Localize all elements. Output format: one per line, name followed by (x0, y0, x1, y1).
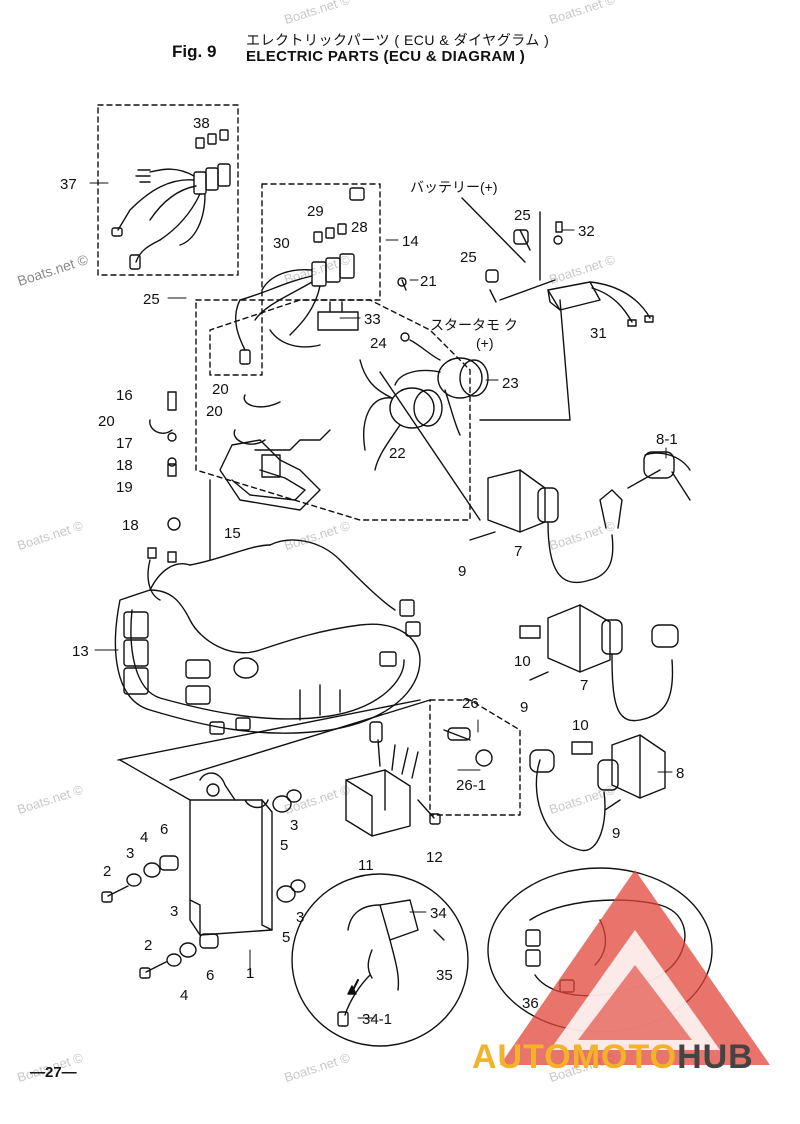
group-box-26 (429, 699, 521, 816)
ignition-coil-8 (529, 734, 666, 852)
callout-30: 30 (273, 235, 290, 252)
callout-numbers: 38 37 29 28 30 14 25 21 33 24 23 22 25 2… (60, 115, 684, 1028)
starter-label: スタータモ ク (430, 317, 518, 333)
logo-text-a: AUTOMOTO (472, 1038, 678, 1076)
ecu-hardware (101, 789, 306, 979)
callout-4-lower: 4 (180, 987, 188, 1004)
callout-2-upper: 2 (103, 863, 111, 880)
callout-25: 25 (143, 291, 160, 308)
battery-label: バッテリー(+) (410, 179, 498, 195)
callout-leaders (89, 182, 673, 1019)
callout-20-left: 20 (98, 413, 115, 430)
sensor-26 (443, 727, 493, 767)
callout-16: 16 (116, 387, 133, 404)
callout-3-upper-left: 3 (126, 845, 134, 862)
callout-7-upper: 7 (514, 543, 522, 560)
callout-10-lower: 10 (572, 717, 589, 734)
callout-5-lower: 5 (282, 929, 290, 946)
callout-28: 28 (351, 219, 368, 236)
group-box-14 (209, 183, 381, 376)
callout-20-upper: 20 (212, 381, 229, 398)
callout-22: 22 (389, 445, 406, 462)
figure-number: Fig. 9 (172, 42, 217, 61)
callout-38: 38 (193, 115, 210, 132)
automotohub-logo (500, 870, 770, 1065)
page-number: —27— (30, 1064, 77, 1081)
ignition-coil-7-upper (469, 451, 691, 584)
callout-10-upper: 10 (514, 653, 531, 670)
callout-36: 36 (522, 995, 539, 1012)
callout-17: 17 (116, 435, 133, 452)
relays-22-23 (359, 332, 489, 471)
bracket-assembly (149, 277, 407, 531)
callout-6-lower: 6 (206, 967, 214, 984)
callout-35: 35 (436, 967, 453, 984)
callout-34: 34 (430, 905, 447, 922)
callout-26-1: 26-1 (456, 777, 486, 794)
group-box-37 (97, 104, 239, 276)
callout-14: 14 (402, 233, 419, 250)
callout-25-mid: 25 (460, 249, 477, 266)
callout-9-upper: 9 (458, 563, 466, 580)
callout-2-lower: 2 (144, 937, 152, 954)
logo-text-b: HUB (677, 1038, 754, 1076)
callout-20-lower: 20 (206, 403, 223, 420)
callout-8: 8 (676, 765, 684, 782)
callout-9-lower: 9 (612, 825, 620, 842)
callout-15: 15 (224, 525, 241, 542)
title-english: ELECTRIC PARTS (ECU & DIAGRAM ) (246, 48, 526, 65)
callout-3-upper-right: 3 (290, 817, 298, 834)
callout-18-lower: 18 (122, 517, 139, 534)
callout-34-1: 34-1 (362, 1011, 392, 1028)
callout-11: 11 (358, 857, 374, 874)
relay-harness-37 (111, 129, 231, 270)
relay-harness-14 (235, 187, 365, 365)
group-box-ecu-bracket (195, 299, 471, 521)
callout-7-lower: 7 (580, 677, 588, 694)
callout-31: 31 (590, 325, 607, 342)
rectifier-31 (485, 221, 654, 327)
callout-18-upper: 18 (116, 457, 133, 474)
callout-13: 13 (72, 643, 89, 660)
reference-lines (117, 197, 571, 801)
callout-32: 32 (578, 223, 595, 240)
starter-plus-label: (+) (476, 335, 494, 351)
callout-3-lower-left: 3 (170, 903, 178, 920)
callout-9-mid: 9 (520, 699, 528, 716)
callout-1: 1 (246, 965, 254, 982)
callout-12: 12 (426, 849, 443, 866)
logo-wordmark: AUTOMOTOHUB (472, 1038, 754, 1077)
callout-23: 23 (502, 375, 519, 392)
regulator-11 (345, 721, 441, 837)
callout-37: 37 (60, 176, 77, 193)
callout-21: 21 (420, 273, 437, 290)
callout-4-upper: 4 (140, 829, 148, 846)
callout-8-1: 8-1 (656, 431, 678, 448)
ignition-coil-7-lower (519, 604, 679, 722)
callout-19: 19 (116, 479, 133, 496)
main-harness-13 (114, 539, 421, 735)
group-boxes (97, 104, 521, 816)
japanese-annotations: バッテリー(+) スタータモ ク (+) (410, 179, 518, 351)
callout-33: 33 (364, 311, 381, 328)
callout-6-upper: 6 (160, 821, 168, 838)
callout-5-upper: 5 (280, 837, 288, 854)
title-japanese: エレクトリックパーツ ( ECU & ダイヤグラム ) (246, 32, 550, 48)
callout-25-upper: 25 (514, 207, 531, 224)
callout-29: 29 (307, 203, 324, 220)
ecu-unit-1 (189, 772, 273, 936)
callout-24: 24 (370, 335, 387, 352)
callout-26: 26 (462, 695, 479, 712)
callout-3-lower-right: 3 (296, 909, 304, 926)
sub-assembly-34 (291, 873, 469, 1047)
